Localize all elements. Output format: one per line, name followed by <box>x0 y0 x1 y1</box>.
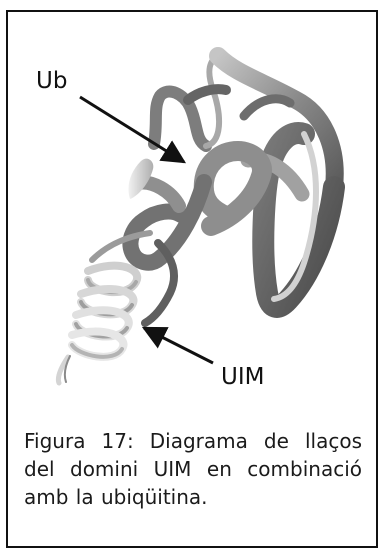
uim-annotation: UIM <box>144 328 264 390</box>
ubiquitin-ribbon <box>128 56 334 323</box>
uim-label: UIM <box>221 364 264 390</box>
ribbon-diagram: Ub UIM <box>8 12 376 392</box>
ub-arrow <box>80 97 184 162</box>
figure-frame: Ub UIM Figura 17: Diagrama de llaços del… <box>6 10 378 548</box>
ub-label: Ub <box>36 68 67 94</box>
ribbon-diagram-svg: Ub UIM <box>8 12 376 392</box>
figure-caption: Figura 17: Diagrama de llaços del domini… <box>24 427 362 511</box>
uim-arrow <box>144 328 213 363</box>
